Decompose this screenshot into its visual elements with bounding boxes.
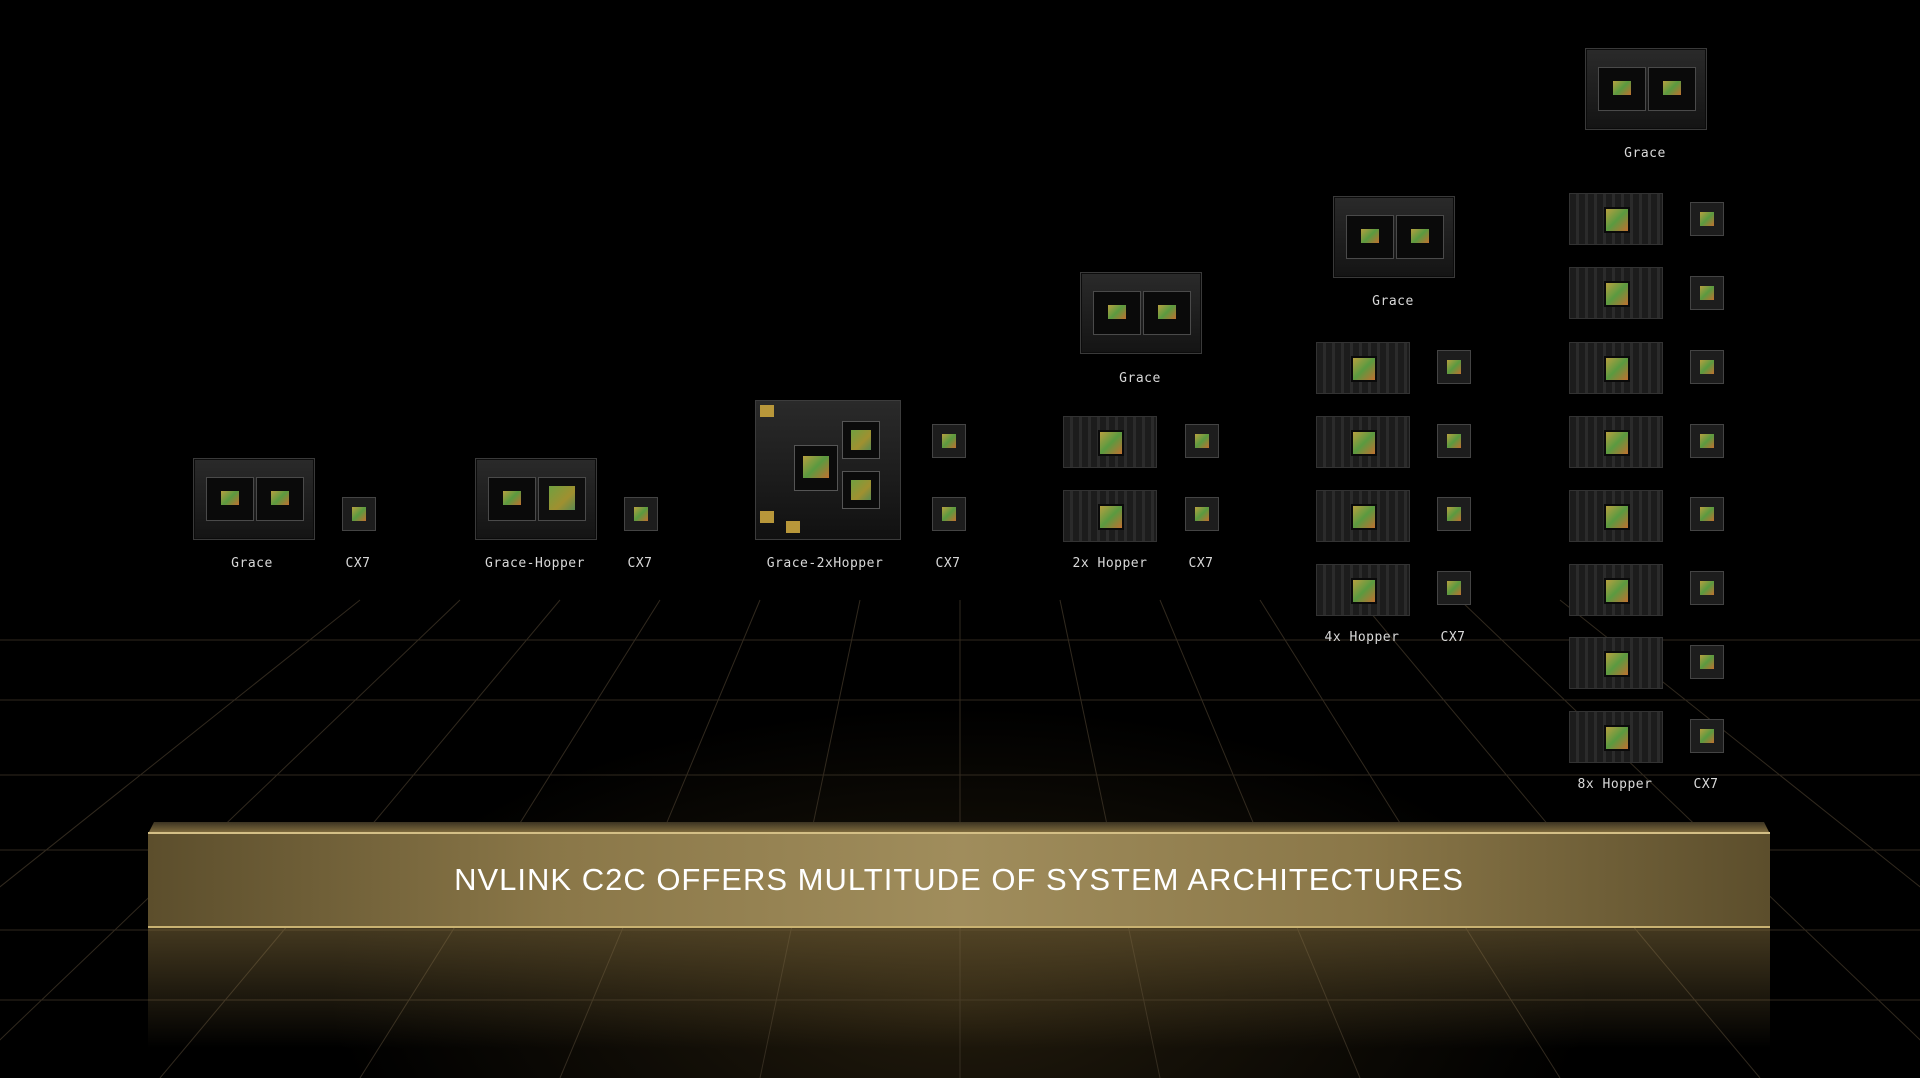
grace-label: Grace (1624, 146, 1666, 161)
cx7-label: CX7 (627, 556, 653, 571)
grace-2xhopper-label: Grace-2xHopper (766, 556, 884, 571)
4x-hopper-label: 4x Hopper (1324, 630, 1400, 645)
banner-title: NVLINK C2C OFFERS MULTITUDE OF SYSTEM AR… (454, 862, 1464, 897)
cx7-chip (1690, 202, 1724, 236)
cx7-chip (1690, 276, 1724, 310)
grace-label: Grace (1119, 371, 1161, 386)
hopper-chip (1569, 637, 1663, 689)
cx7-chip (932, 497, 966, 531)
8x-hopper-label: 8x Hopper (1577, 777, 1653, 792)
cx7-chip (1437, 424, 1471, 458)
hopper-chip (1569, 267, 1663, 319)
grace-chip (1080, 272, 1202, 354)
cx7-chip (1690, 645, 1724, 679)
cx7-label: CX7 (935, 556, 961, 571)
cx7-label: CX7 (1693, 777, 1719, 792)
cx7-chip (1185, 424, 1219, 458)
cx7-chip (1690, 571, 1724, 605)
hopper-chip (1316, 416, 1410, 468)
grace-label: Grace (1372, 294, 1414, 309)
grace-hopper-chip (475, 458, 597, 540)
cx7-chip (1437, 350, 1471, 384)
grace-chip (1333, 196, 1455, 278)
cx7-chip (932, 424, 966, 458)
banner-reflection (148, 928, 1770, 1048)
hopper-chip (1063, 416, 1157, 468)
cx7-label: CX7 (1440, 630, 1466, 645)
hopper-chip (1569, 564, 1663, 616)
grace-2xhopper-board (755, 400, 901, 540)
hopper-chip (1316, 490, 1410, 542)
cx7-chip (1690, 497, 1724, 531)
hopper-chip (1569, 342, 1663, 394)
cx7-chip (1690, 719, 1724, 753)
cx7-chip (1437, 571, 1471, 605)
hopper-chip (1569, 416, 1663, 468)
grace-chip (193, 458, 315, 540)
cx7-chip (1437, 497, 1471, 531)
grace-chip (1585, 48, 1707, 130)
banner-top-edge (148, 822, 1770, 834)
cx7-chip (342, 497, 376, 531)
hopper-chip (1063, 490, 1157, 542)
cx7-chip (624, 497, 658, 531)
hopper-chip (1569, 711, 1663, 763)
grace-hopper-label: Grace-Hopper (485, 556, 585, 571)
grace-label: Grace (231, 556, 273, 571)
2x-hopper-label: 2x Hopper (1072, 556, 1148, 571)
hopper-chip (1569, 193, 1663, 245)
hopper-chip (1569, 490, 1663, 542)
hopper-chip (1316, 564, 1410, 616)
title-banner: NVLINK C2C OFFERS MULTITUDE OF SYSTEM AR… (148, 832, 1770, 928)
hopper-chip (1316, 342, 1410, 394)
cx7-chip (1690, 350, 1724, 384)
cx7-label: CX7 (345, 556, 371, 571)
cx7-chip (1690, 424, 1724, 458)
cx7-chip (1185, 497, 1219, 531)
cx7-label: CX7 (1188, 556, 1214, 571)
